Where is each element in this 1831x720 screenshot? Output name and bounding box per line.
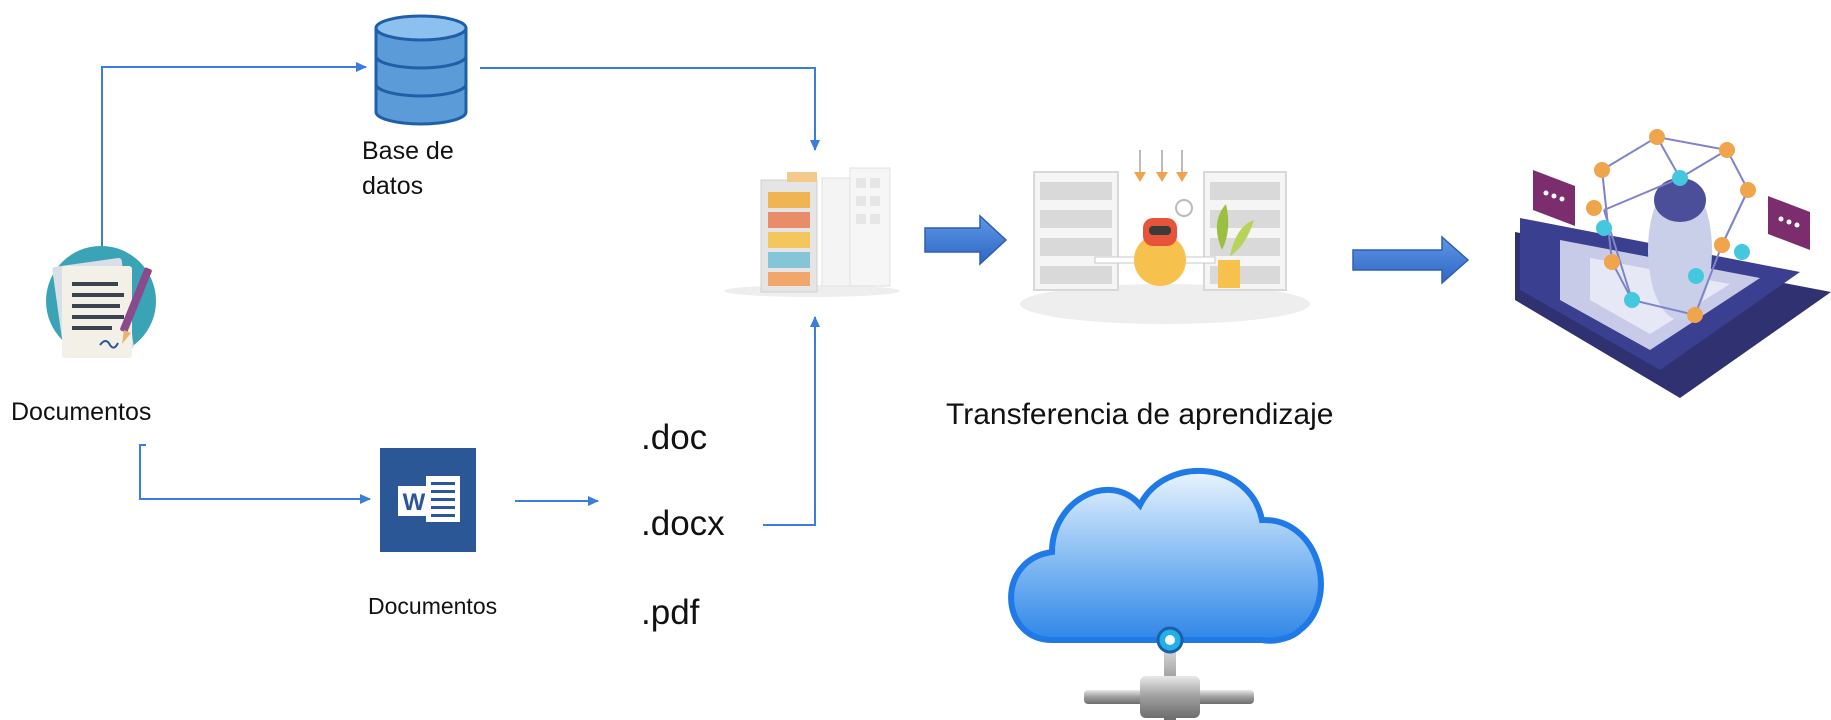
document-pen-icon <box>46 246 156 359</box>
word-document-icon: W <box>380 448 476 552</box>
connector-documents-to-word <box>139 444 371 504</box>
chat-bubble-icon <box>1768 196 1810 250</box>
documents-source-label: Documentos <box>11 398 152 426</box>
database-label-line-2: datos <box>362 172 424 200</box>
library-books <box>768 192 810 286</box>
word-documents-label: Documentos <box>368 593 498 619</box>
connector-documents-to-database <box>101 62 367 248</box>
library-shelves-icon <box>724 167 900 297</box>
big-arrow-transfer-to-ai <box>1352 235 1470 285</box>
connector-database-to-library <box>480 67 820 151</box>
big-arrow-library-to-transfer <box>924 214 1008 266</box>
database-label: Base de datos <box>362 134 454 204</box>
ai-robot-network-icon <box>1515 129 1831 398</box>
svg-text:W: W <box>403 489 426 516</box>
file-extension-docx: .docx <box>641 504 725 543</box>
connector-docx-to-library <box>763 316 820 526</box>
database-icon <box>374 14 468 126</box>
chat-bubble-icon <box>1533 170 1575 226</box>
file-extension-doc: .doc <box>641 418 708 457</box>
database-label-line-1: Base de <box>362 137 454 165</box>
cloud-network-icon <box>1008 467 1324 720</box>
robot-study-room-icon <box>1020 150 1310 324</box>
connectors <box>101 62 820 526</box>
transfer-learning-label: Transferencia de aprendizaje <box>946 398 1334 431</box>
file-extension-pdf: .pdf <box>641 593 700 632</box>
